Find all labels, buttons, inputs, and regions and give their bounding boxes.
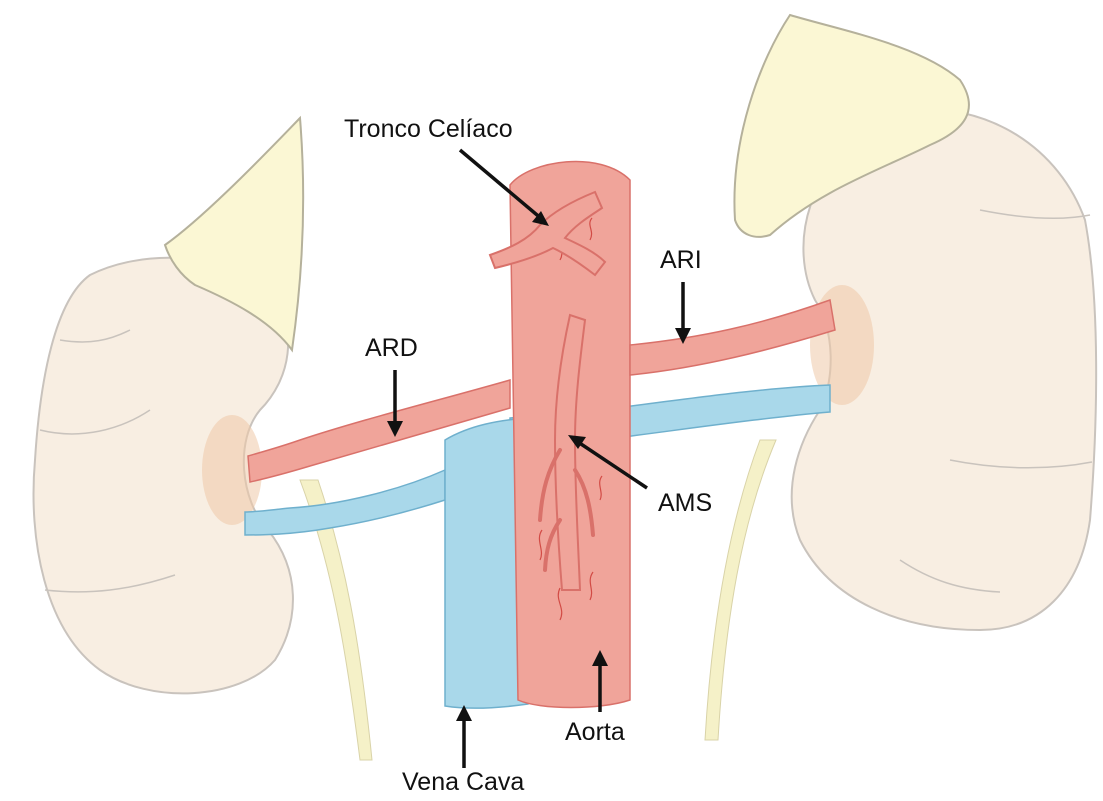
label-vena-cava: Vena Cava: [402, 770, 524, 795]
left-ureter: [705, 440, 776, 740]
label-aorta: Aorta: [565, 720, 625, 745]
label-ams: AMS: [658, 491, 712, 516]
label-ari: ARI: [660, 248, 702, 273]
label-ard: ARD: [365, 336, 418, 361]
right-renal-vein: [245, 470, 445, 535]
left-renal-artery: [630, 300, 835, 375]
label-tronco-celiaco: Tronco Celíaco: [344, 117, 513, 142]
arrow-vena-cava: [456, 705, 472, 768]
arrow-ari: [675, 282, 691, 344]
